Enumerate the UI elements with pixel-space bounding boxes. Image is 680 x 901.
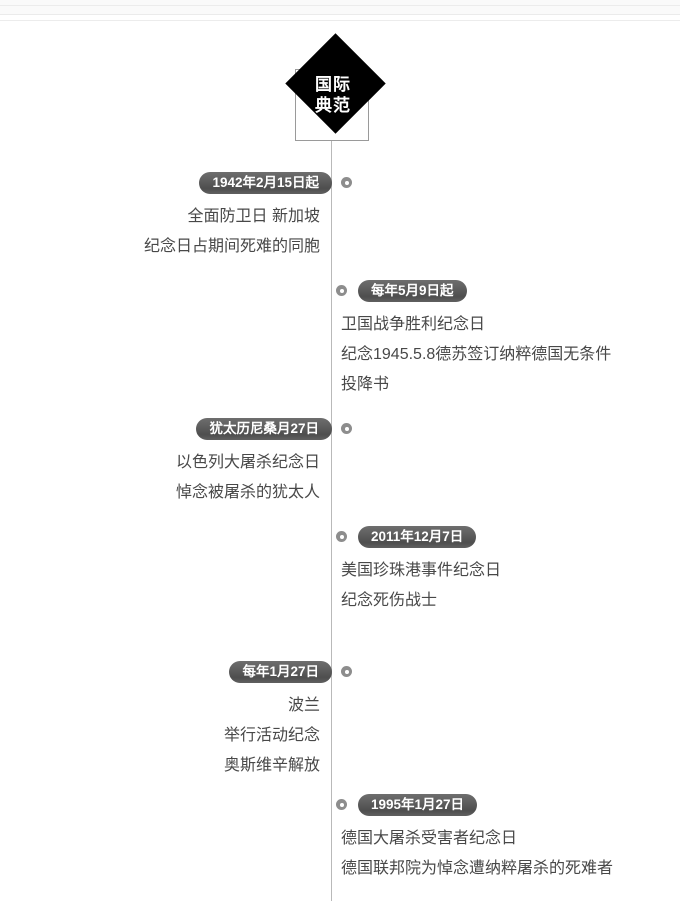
- entry-description: 美国珍珠港事件纪念日 纪念死伤战士: [341, 562, 502, 609]
- entry-description: 全面防卫日 新加坡 纪念日占期间死难的同胞: [143, 208, 320, 255]
- date-badge: 1995年1月27日: [358, 794, 478, 816]
- timeline-marker-icon: [341, 177, 352, 189]
- timeline-marker-icon: [341, 423, 352, 435]
- date-badge: 每年1月27日: [229, 661, 332, 683]
- header-title: 国际 典范: [315, 75, 351, 115]
- date-badge: 犹太历尼桑月27日: [196, 418, 332, 440]
- timeline-marker-icon: [336, 799, 347, 811]
- top-divider-rule-2: [0, 20, 680, 21]
- timeline-marker-icon: [341, 666, 352, 678]
- timeline-entry: 犹太历尼桑月27日以色列大屠杀纪念日 悼念被屠杀的犹太人: [0, 418, 680, 508]
- timeline-entry: 每年1月27日波兰 举行活动纪念 奥斯维辛解放: [0, 661, 680, 781]
- header-badge: 国际 典范: [283, 33, 386, 148]
- entry-description: 德国大屠杀受害者纪念日 德国联邦院为悼念遭纳粹屠杀的死难者: [341, 830, 614, 877]
- timeline-entry-header: 每年1月27日: [0, 661, 680, 683]
- top-divider-rule-1: [0, 5, 680, 6]
- timeline-entry: 1942年2月15日起全面防卫日 新加坡 纪念日占期间死难的同胞: [0, 172, 680, 262]
- timeline-entry-header: 1995年1月27日: [0, 794, 680, 816]
- timeline-marker-icon: [336, 285, 347, 297]
- entry-description: 波兰 举行活动纪念 奥斯维辛解放: [223, 697, 320, 774]
- entry-description: 卫国战争胜利纪念日 纪念1945.5.8德苏签订纳粹德国无条件 投降书: [341, 316, 612, 393]
- timeline-entry: 2011年12月7日美国珍珠港事件纪念日 纪念死伤战士: [0, 526, 680, 616]
- date-badge: 1942年2月15日起: [199, 172, 332, 194]
- timeline-entry-header: 每年5月9日起: [0, 280, 680, 302]
- entry-description: 以色列大屠杀纪念日 悼念被屠杀的犹太人: [175, 454, 320, 501]
- timeline-entry-header: 犹太历尼桑月27日: [0, 418, 680, 440]
- timeline-entry: 1995年1月27日德国大屠杀受害者纪念日 德国联邦院为悼念遭纳粹屠杀的死难者: [0, 794, 680, 884]
- timeline-entry-header: 1942年2月15日起: [0, 172, 680, 194]
- timeline-axis: [331, 140, 332, 901]
- timeline-marker-icon: [336, 531, 347, 543]
- date-badge: 2011年12月7日: [358, 526, 477, 548]
- top-chrome-band: [0, 0, 680, 15]
- timeline-entry-header: 2011年12月7日: [0, 526, 680, 548]
- date-badge: 每年5月9日起: [358, 280, 467, 302]
- timeline-entry: 每年5月9日起卫国战争胜利纪念日 纪念1945.5.8德苏签订纳粹德国无条件 投…: [0, 280, 680, 400]
